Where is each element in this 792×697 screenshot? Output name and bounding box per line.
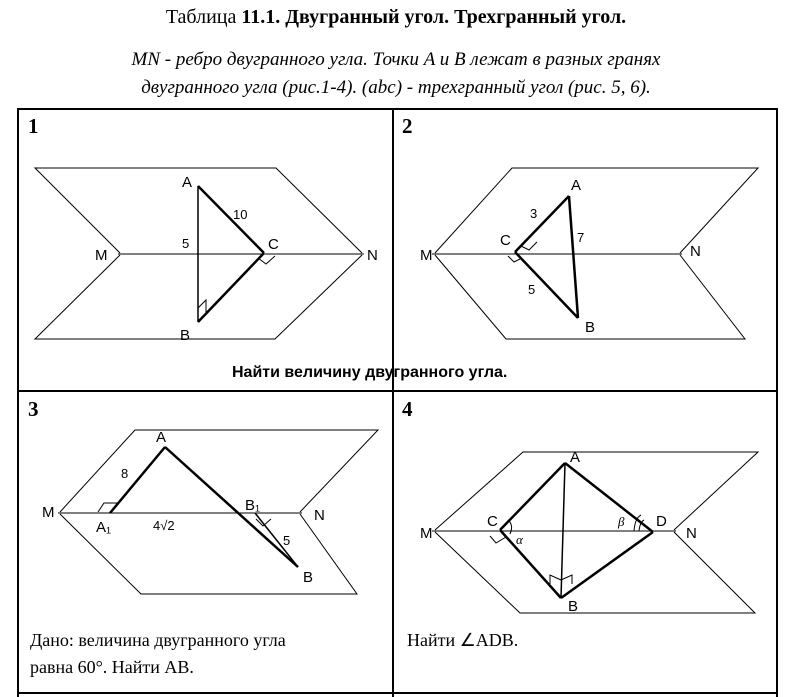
- fig4-line-ad: [564, 462, 654, 533]
- fig1-line-ac: [197, 185, 265, 254]
- fig4-label-b: B: [568, 598, 578, 615]
- fig2-value-cb: 5: [528, 282, 535, 297]
- task-row-1: Найти величину двугранного угла.: [232, 364, 508, 381]
- fig1-lower-face: [33, 254, 363, 340]
- fig2-right-angle-upper: [520, 241, 538, 251]
- fig3-lower-face: [59, 513, 358, 595]
- fig4-line-db: [560, 530, 654, 600]
- fig4-right-angle-b-left: [549, 574, 562, 584]
- fig4-angle-beta-arc-2: [633, 514, 642, 532]
- table-left-border: [17, 108, 19, 697]
- task-cell-4: Найти ∠ADB.: [407, 630, 519, 650]
- cell-number-1: 1: [28, 114, 39, 138]
- fig3-label-a: A: [156, 429, 166, 446]
- fig4-line-cb: [499, 529, 562, 599]
- table-bottom-border: [17, 692, 778, 694]
- fig3-line-aa1: [109, 446, 166, 514]
- fig1-line-cb: [197, 252, 265, 323]
- fig4-label-n: N: [686, 525, 697, 542]
- subtitle-line-2: двугранного угла (рис.1-4). (abc) - трех…: [141, 77, 651, 98]
- fig2-line-cb: [514, 251, 579, 319]
- fig3-label-b: B: [303, 569, 313, 586]
- subtitle-line-1: MN - ребро двугранного угла. Точки A и B…: [131, 49, 661, 70]
- fig1-upper-face: [33, 167, 363, 254]
- table-middle-divider: [392, 108, 394, 697]
- fig1-label-m: M: [95, 247, 108, 264]
- fig4-lower-face: [434, 531, 757, 614]
- fig4-right-angle-c: [489, 535, 507, 544]
- fig2-value-ac: 3: [530, 206, 537, 221]
- fig4-label-m: M: [420, 525, 433, 542]
- table-top-border: [17, 108, 778, 110]
- fig4-line-ab: [560, 462, 566, 599]
- fig4-angle-alpha-arc: [507, 519, 513, 535]
- fig1-value-projection: 5: [182, 236, 189, 251]
- task-cell-3-line-2: равна 60°. Найти AB.: [30, 657, 194, 677]
- fig2-value-ab: 7: [577, 230, 584, 245]
- fig3-right-angle-b1: [255, 518, 272, 527]
- figure-1: A B C M N 10 5: [33, 167, 378, 344]
- fig4-right-angle-b-right: [560, 574, 573, 584]
- fig2-line-ca: [514, 195, 570, 253]
- fig1-label-b: B: [180, 327, 190, 344]
- fig4-line-ca: [499, 462, 566, 531]
- page-title: Таблица 11.1. Двугранный угол. Трехгранн…: [165, 6, 627, 28]
- fig1-right-angle-b: [197, 298, 207, 314]
- fig2-lower-face: [434, 254, 747, 340]
- fig4-label-alpha: α: [516, 532, 524, 547]
- fig4-label-beta: β: [617, 514, 625, 529]
- table-right-border: [776, 108, 778, 697]
- fig3-label-b1: B₁: [245, 497, 260, 514]
- cell-number-2: 2: [402, 114, 413, 138]
- fig3-value-a1b1: 4√2: [153, 518, 175, 533]
- fig3-value-bb1: 5: [283, 533, 290, 548]
- fig3-label-n: N: [314, 507, 325, 524]
- figure-3: A B A₁ B₁ M N 8 4√2 5: [42, 429, 380, 595]
- fig2-label-a: A: [571, 177, 581, 194]
- fig2-right-angle-lower: [507, 255, 523, 263]
- task-cell-3-line-1: Дано: величина двугранного угла: [30, 630, 286, 650]
- figure-4: A B C D M N α β: [420, 449, 760, 615]
- fig4-label-d: D: [656, 513, 667, 530]
- fig2-label-n: N: [690, 243, 701, 260]
- fig1-label-n: N: [367, 247, 378, 264]
- fig2-label-b: B: [585, 319, 595, 336]
- fig2-upper-face: [434, 167, 760, 254]
- figure-2: A B C M N 3 7 5: [420, 167, 760, 340]
- fig1-label-a: A: [182, 174, 192, 191]
- fig4-upper-face: [434, 451, 760, 531]
- cell-number-3: 3: [28, 397, 39, 421]
- fig3-label-m: M: [42, 504, 55, 521]
- fig4-label-c: C: [487, 513, 498, 530]
- table-row-divider: [17, 390, 778, 392]
- fig1-right-angle-c: [257, 255, 276, 265]
- fig4-label-a: A: [570, 449, 580, 466]
- fig3-upper-face: [59, 429, 380, 513]
- fig4-angle-beta-arc-1: [638, 519, 645, 532]
- fig2-label-m: M: [420, 247, 433, 264]
- fig3-right-angle-a1: [97, 502, 118, 513]
- fig2-line-ab: [567, 195, 580, 319]
- fig3-label-a1: A₁: [96, 519, 111, 536]
- fig3-value-aa1: 8: [121, 466, 128, 481]
- fig2-label-c: C: [500, 232, 511, 249]
- cell-number-4: 4: [402, 397, 413, 421]
- fig1-label-c: C: [268, 236, 279, 253]
- fig3-line-b1b: [254, 512, 299, 568]
- fig1-value-ac: 10: [233, 207, 247, 222]
- fig3-line-ab: [164, 446, 299, 568]
